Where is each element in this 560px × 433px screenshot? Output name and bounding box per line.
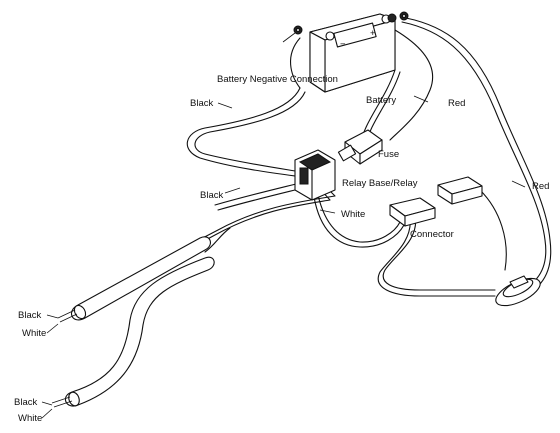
battery-positive-symbol: + <box>370 28 376 39</box>
label-battery: Battery <box>366 95 396 106</box>
connector-plug <box>437 176 483 205</box>
label-black-l1: Black <box>18 310 41 321</box>
connector-main <box>389 197 436 227</box>
label-fuse: Fuse <box>378 149 399 160</box>
label-black-l2: Black <box>14 397 37 408</box>
light-tube-lower <box>64 256 215 407</box>
switch <box>495 275 541 307</box>
label-battery-negative: Battery Negative Connection <box>217 74 338 85</box>
label-connector: Connector <box>410 229 454 240</box>
light-tube-upper <box>70 236 211 321</box>
label-black-top: Black <box>190 98 213 109</box>
label-red-right: Red <box>532 181 549 192</box>
battery-negative-symbol: − <box>340 39 346 50</box>
fuse-holder <box>337 129 383 165</box>
label-red-top: Red <box>448 98 465 109</box>
leader-lines <box>41 32 526 419</box>
label-white-l2: White <box>18 413 42 424</box>
label-black-mid: Black <box>200 190 223 201</box>
labels: Battery Negative Connection Battery Red … <box>14 74 549 424</box>
label-white-l1: White <box>22 328 46 339</box>
wire-harness <box>164 17 552 298</box>
battery: − + <box>293 11 409 93</box>
tube-wire-ends <box>51 309 78 408</box>
label-white-mid: White <box>341 209 365 220</box>
relay <box>294 149 336 201</box>
label-relay: Relay Base/Relay <box>342 178 418 189</box>
